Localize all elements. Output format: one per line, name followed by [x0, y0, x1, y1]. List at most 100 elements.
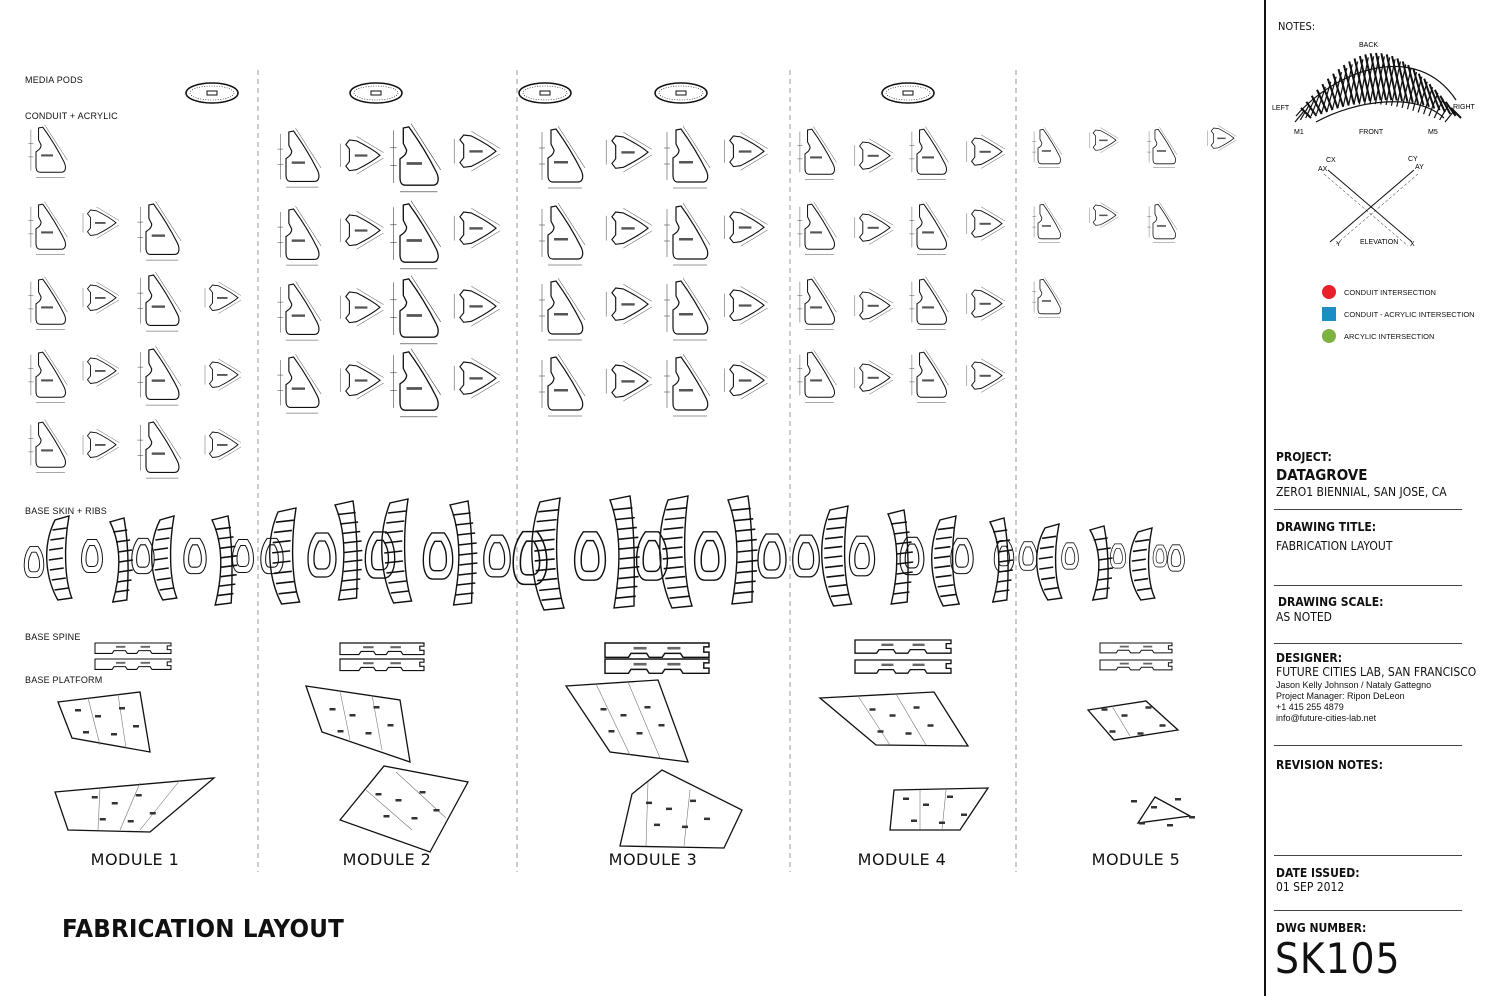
conduit-part [908, 126, 949, 180]
phone: +1 415 255 4879 [1276, 702, 1344, 712]
persp-m1: M1 [1294, 129, 1304, 136]
acrylic-part [605, 283, 653, 325]
base-spine [854, 659, 952, 674]
acrylic-part [204, 281, 242, 314]
project-manager: Project Manager: Ripon DeLeon [1276, 691, 1405, 701]
skin-rib [821, 505, 853, 607]
skin-ring [573, 531, 607, 581]
project-label: PROJECT: [1276, 450, 1332, 464]
conduit-part [1146, 127, 1178, 169]
skin-ring [422, 532, 454, 580]
elev-ay: AY [1415, 164, 1424, 171]
base-platform [54, 777, 216, 833]
designer-names: Jason Kelly Johnson / Nataly Gattegno [1276, 680, 1432, 690]
project-sub: ZERO1 BIENNIAL, SAN JOSE, CA [1276, 485, 1447, 499]
drawing-title: FABRICATION LAYOUT [1276, 539, 1393, 553]
acrylic-part [339, 360, 385, 400]
persp-left: LEFT [1272, 105, 1290, 112]
perspective-structure [1294, 52, 1462, 123]
skin-ring [1167, 544, 1185, 572]
conduit-part [389, 347, 442, 418]
section-label-media-pods: MEDIA PODS [25, 75, 84, 85]
elev-cy: CY [1408, 156, 1418, 163]
base-spine [94, 658, 172, 670]
acrylic-part [339, 287, 385, 327]
rule [1274, 643, 1462, 644]
conduit-part [908, 201, 949, 255]
persp-front: FRONT [1359, 129, 1384, 136]
base-skin-ribs [23, 495, 1185, 611]
section-label-base-platform: BASE PLATFORM [25, 675, 103, 685]
perspective-diagram: BACK LEFT RIGHT FRONT M1 M5 [1272, 42, 1476, 136]
main-title: FABRICATION LAYOUT [62, 914, 344, 943]
base-spine [1099, 642, 1173, 654]
skin-rib [449, 500, 478, 606]
designer-label: DESIGNER: [1276, 651, 1343, 665]
skin-ring [757, 533, 787, 579]
conduit-acrylic-parts [27, 122, 1237, 479]
acrylic-part [1089, 202, 1119, 229]
conduit-part [796, 201, 837, 255]
base-platform [619, 769, 743, 849]
base-spine [339, 658, 425, 672]
skin-ring [848, 535, 876, 577]
media-pod [518, 82, 572, 104]
base-platform [889, 787, 990, 831]
media-pods [185, 82, 935, 104]
module-label-2: MODULE 2 [342, 850, 432, 869]
conduit-part [663, 277, 711, 341]
legend-label-conduit-acrylic: CONDUIT - ACRYLIC INTERSECTION [1344, 309, 1475, 319]
designer-name: FUTURE CITIES LAB, SAN FRANCISCO [1276, 665, 1477, 679]
conduit-part [1146, 202, 1178, 244]
acrylic-part [82, 354, 120, 387]
acrylic-part [966, 358, 1006, 393]
skin-rib [269, 507, 301, 605]
skin-rib [334, 500, 363, 601]
notes-title: NOTES: [1278, 20, 1316, 33]
project-name: DATAGROVE [1276, 466, 1368, 484]
base-platforms [54, 679, 1195, 853]
conduit-part [136, 271, 182, 332]
module-label-4: MODULE 4 [857, 850, 947, 869]
module-label-5: MODULE 5 [1091, 850, 1181, 869]
skin-ring [483, 534, 511, 578]
legend-label-acrylic: ARCYLIC INTERSECTION [1344, 331, 1435, 341]
base-spine [94, 642, 172, 654]
legend-acrylic: ARCYLIC INTERSECTION [1322, 329, 1434, 343]
media-pod [185, 82, 239, 104]
acrylic-part [966, 286, 1006, 321]
skin-ring [792, 534, 820, 578]
acrylic-part [204, 358, 242, 391]
acrylic-part [82, 281, 120, 314]
conduit-part [27, 276, 68, 330]
media-pod [654, 82, 708, 104]
conduit-part [538, 353, 586, 417]
acrylic-part [339, 135, 385, 175]
skin-rib [727, 495, 758, 605]
revision-label: REVISION NOTES: [1276, 758, 1383, 772]
legend-swatch-blue [1322, 307, 1336, 321]
legend-swatch-green [1322, 329, 1336, 343]
skin-ring [950, 537, 974, 575]
acrylic-part [82, 206, 120, 239]
rule [1274, 910, 1462, 911]
skin-ring [307, 532, 337, 578]
conduit-part [538, 277, 586, 341]
skin-rib [381, 498, 413, 604]
persp-back: BACK [1359, 42, 1378, 49]
base-platform [305, 685, 411, 763]
conduit-part [27, 349, 68, 403]
acrylic-part [966, 134, 1006, 169]
acrylic-part [854, 138, 894, 173]
legend-conduit: CONDUIT INTERSECTION [1322, 285, 1436, 299]
date-value: 01 SEP 2012 [1276, 880, 1345, 894]
conduit-part [136, 345, 182, 406]
skin-ring [693, 531, 727, 581]
rule [1274, 855, 1462, 856]
title-block: NOTES: BACK LEFT RIGHT FRONT M1 M5 CX AX… [1264, 0, 1500, 996]
skin-ring [1061, 542, 1079, 570]
conduit-part [276, 280, 322, 341]
acrylic-part [1207, 125, 1237, 152]
base-platform [818, 691, 970, 747]
base-platform [1131, 796, 1195, 827]
